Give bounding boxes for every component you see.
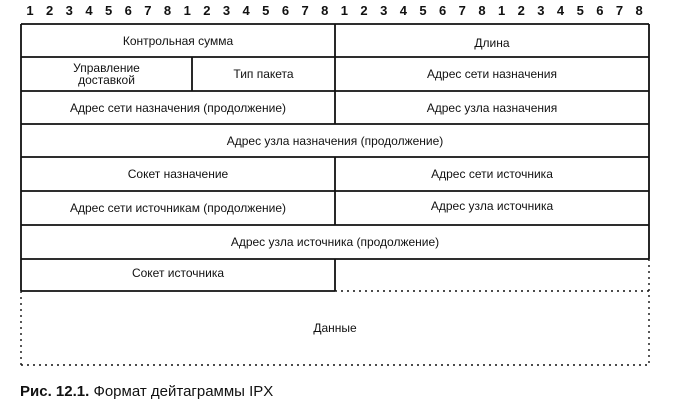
bit-tick: 1 [497, 3, 506, 18]
bit-tick: 8 [321, 3, 329, 18]
bit-tick: 5 [262, 3, 270, 18]
source-network-field: Адрес сети источника [336, 158, 648, 190]
bit-tick: 2 [203, 3, 211, 18]
bit-tick: 3 [380, 3, 388, 18]
source-socket-label: Сокет источника [131, 266, 225, 280]
bit-tick: 4 [556, 3, 565, 18]
dest-node-cont-field: Адрес узла назначения (продолжение) [22, 125, 648, 156]
length-label: Длина [474, 35, 510, 50]
bit-tick: 3 [537, 3, 545, 18]
bit-tick: 6 [124, 3, 132, 18]
bit-tick: 1 [26, 3, 34, 18]
bit-tick: 5 [576, 3, 584, 18]
source-network-cont-field: Адрес сети источникам (продолжение) [22, 192, 334, 224]
source-socket-field: Сокет источника [22, 260, 334, 286]
checksum-label: Контрольная сумма [122, 33, 234, 48]
bit-tick: 7 [301, 3, 309, 18]
source-network-cont-label: Адрес сети источникам (продолжение) [69, 201, 287, 215]
packet-type-field: Тип пакета [193, 58, 334, 90]
source-node-cont-field: Адрес узла источника (продолжение) [22, 226, 648, 258]
bit-tick: 4 [399, 3, 407, 18]
dest-node-label: Адрес узла назначения [426, 100, 558, 115]
source-node-field: Адрес узла источника [336, 192, 648, 220]
bit-tick: 5 [419, 3, 427, 18]
figure-caption: Рис. 12.1. Формат дейтаграммы IPX [20, 383, 273, 400]
dest-network-cont-field: Адрес сети назначения (продолжение) [22, 92, 334, 123]
figure-title: Формат дейтаграммы IPX [93, 383, 274, 400]
dest-socket-label: Сокет назначение [127, 167, 229, 181]
bit-tick: 7 [458, 3, 466, 18]
bit-tick: 8 [635, 3, 643, 18]
bit-tick: 7 [144, 3, 152, 18]
dest-socket-field: Сокет назначение [22, 158, 334, 190]
bit-tick: 4 [85, 3, 93, 18]
bit-tick: 2 [517, 3, 525, 18]
dest-node-field: Адрес узла назначения [336, 92, 648, 123]
packet-type-label: Тип пакета [233, 67, 294, 81]
figure-number: Рис. 12.1. [20, 383, 90, 400]
bit-tick: 1 [340, 3, 348, 18]
source-node-cont-label: Адрес узла источника (продолжение) [230, 235, 440, 249]
data-label: Данные [313, 321, 357, 335]
bit-tick: 7 [615, 3, 624, 18]
dest-network-cont-label: Адрес сети назначения (продолжение) [70, 100, 286, 115]
bit-tick: 2 [46, 3, 54, 18]
bit-tick: 6 [596, 3, 604, 18]
transport-control-field: Управление доставкой [22, 58, 191, 90]
dest-network-label: Адрес сети назначения [427, 67, 557, 81]
bit-tick: 1 [183, 3, 191, 18]
dest-network-field: Адрес сети назначения [336, 58, 648, 90]
bit-tick: 2 [360, 3, 368, 18]
transport-control-label: Управление доставкой [73, 61, 140, 87]
checksum-field: Контрольная сумма [22, 25, 334, 56]
bit-tick: 6 [281, 3, 290, 18]
source-node-label: Адрес узла источника [430, 199, 554, 213]
data-field: Данные [22, 292, 648, 364]
bit-tick: 8 [478, 3, 486, 18]
bit-tick: 3 [65, 3, 73, 18]
bit-tick: 3 [222, 3, 231, 18]
bit-tick: 4 [242, 3, 250, 18]
bit-tick: 5 [104, 3, 113, 18]
bit-tick: 8 [163, 3, 172, 18]
bit-tick: 6 [439, 3, 447, 18]
source-network-label: Адрес сети источника [431, 167, 553, 181]
length-field: Длина [336, 25, 648, 56]
dest-node-cont-label: Адрес узла назначения (продолжение) [226, 133, 444, 148]
